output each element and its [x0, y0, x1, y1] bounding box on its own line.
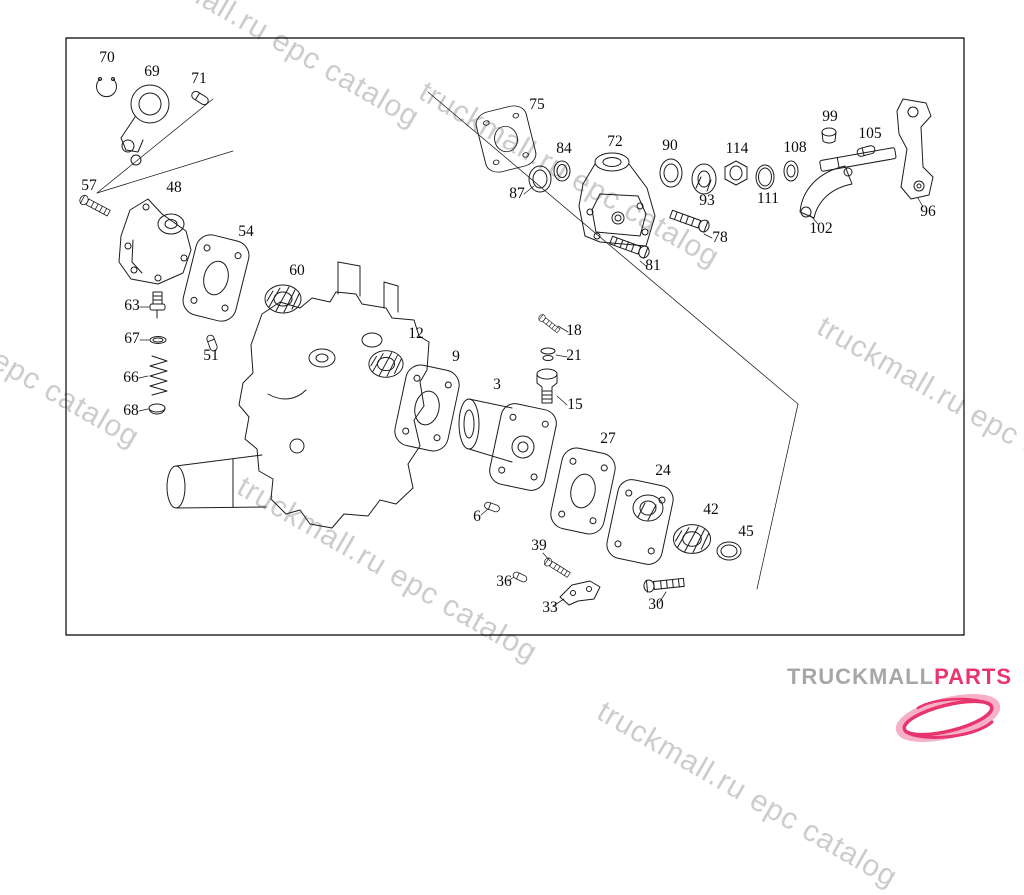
part-27-drawing	[547, 444, 619, 538]
part-9-drawing	[391, 361, 463, 455]
part-label-42: 42	[703, 501, 719, 518]
part-label-114: 114	[726, 140, 749, 157]
part-label-18: 18	[566, 322, 582, 339]
part-111-drawing	[755, 164, 775, 190]
brand-name-accent: PARTS	[934, 664, 1012, 689]
part-label-93: 93	[699, 192, 715, 209]
part-3-drawing	[458, 398, 557, 491]
part-15-drawing	[536, 368, 558, 404]
part-label-21: 21	[566, 347, 582, 364]
part-54-drawing	[179, 231, 253, 325]
part-label-105: 105	[858, 125, 882, 142]
construction-lines	[96, 91, 799, 590]
part-36-drawing	[511, 570, 529, 584]
part-label-75: 75	[529, 96, 545, 113]
part-102-drawing	[799, 147, 897, 219]
part-39-drawing	[542, 556, 572, 579]
part-66-drawing	[149, 355, 168, 396]
part-label-67: 67	[124, 330, 140, 347]
part-42-drawing	[672, 524, 712, 554]
part-99-drawing	[821, 127, 837, 144]
part-label-15: 15	[567, 396, 583, 413]
part-label-24: 24	[655, 462, 671, 479]
part-93-drawing	[691, 163, 717, 195]
parts-diagram: 7069715748546063676668511293618211527244…	[65, 37, 965, 636]
brand-logo: TRUCKMALLPARTS	[787, 664, 1012, 690]
part-71-drawing	[189, 89, 211, 107]
part-label-36: 36	[496, 573, 512, 590]
part-label-30: 30	[648, 596, 664, 613]
part-label-102: 102	[809, 220, 832, 237]
part-48-drawing	[118, 198, 192, 285]
part-96-drawing	[896, 98, 934, 200]
part-label-45: 45	[738, 523, 754, 540]
part-label-3: 3	[493, 376, 501, 393]
part-label-72: 72	[607, 133, 623, 150]
part-84-drawing	[553, 160, 571, 182]
part-24-drawing	[606, 479, 674, 565]
part-label-57: 57	[81, 177, 97, 194]
part-68-drawing	[148, 403, 166, 415]
part-69-drawing	[120, 84, 170, 166]
part-72-drawing	[578, 152, 656, 247]
part-87-drawing	[528, 165, 552, 193]
part-label-81: 81	[645, 257, 661, 274]
part-label-60: 60	[289, 262, 305, 279]
brand-name-primary: TRUCKMALL	[786, 664, 935, 689]
part-label-96: 96	[920, 203, 936, 220]
part-label-68: 68	[123, 402, 139, 419]
part-label-99: 99	[822, 108, 838, 125]
part-label-39: 39	[531, 537, 547, 554]
logo-swoosh-icon	[895, 694, 1001, 742]
part-label-108: 108	[783, 139, 807, 156]
part-label-71: 71	[191, 70, 207, 87]
part-45-drawing	[716, 541, 742, 561]
part-label-51: 51	[203, 347, 219, 364]
part-21-drawing	[540, 347, 556, 361]
part-label-6: 6	[473, 508, 481, 525]
part-90-drawing	[659, 158, 683, 188]
part-label-70: 70	[99, 49, 115, 66]
part-label-27: 27	[600, 430, 616, 447]
part-label-84: 84	[556, 140, 572, 157]
part-label-9: 9	[452, 348, 460, 365]
part-label-78: 78	[712, 229, 728, 246]
part-108-drawing	[783, 160, 799, 182]
part-label-63: 63	[124, 297, 140, 314]
part-label-87: 87	[509, 185, 525, 202]
part-81-drawing	[608, 233, 652, 260]
part-57-drawing	[77, 193, 112, 218]
part-label-33: 33	[542, 599, 558, 616]
leader-lines	[138, 185, 924, 607]
part-70-drawing	[96, 77, 117, 98]
part-30-drawing	[642, 575, 685, 593]
part-78-drawing	[668, 207, 712, 234]
part-12-drawing	[368, 350, 404, 378]
part-63-drawing	[149, 291, 166, 319]
part-label-48: 48	[166, 179, 182, 196]
part-114-drawing	[724, 160, 748, 186]
part-label-90: 90	[662, 137, 678, 154]
part-label-111: 111	[757, 190, 779, 207]
part-label-66: 66	[123, 369, 139, 386]
part-label-12: 12	[408, 325, 424, 342]
part-label-69: 69	[144, 63, 160, 80]
diagram-border	[65, 37, 965, 636]
main-housing-drawing	[166, 261, 430, 529]
part-33-drawing	[559, 580, 601, 606]
part-67-drawing	[149, 336, 167, 344]
part-label-54: 54	[238, 223, 254, 240]
part-18-drawing	[537, 313, 562, 335]
